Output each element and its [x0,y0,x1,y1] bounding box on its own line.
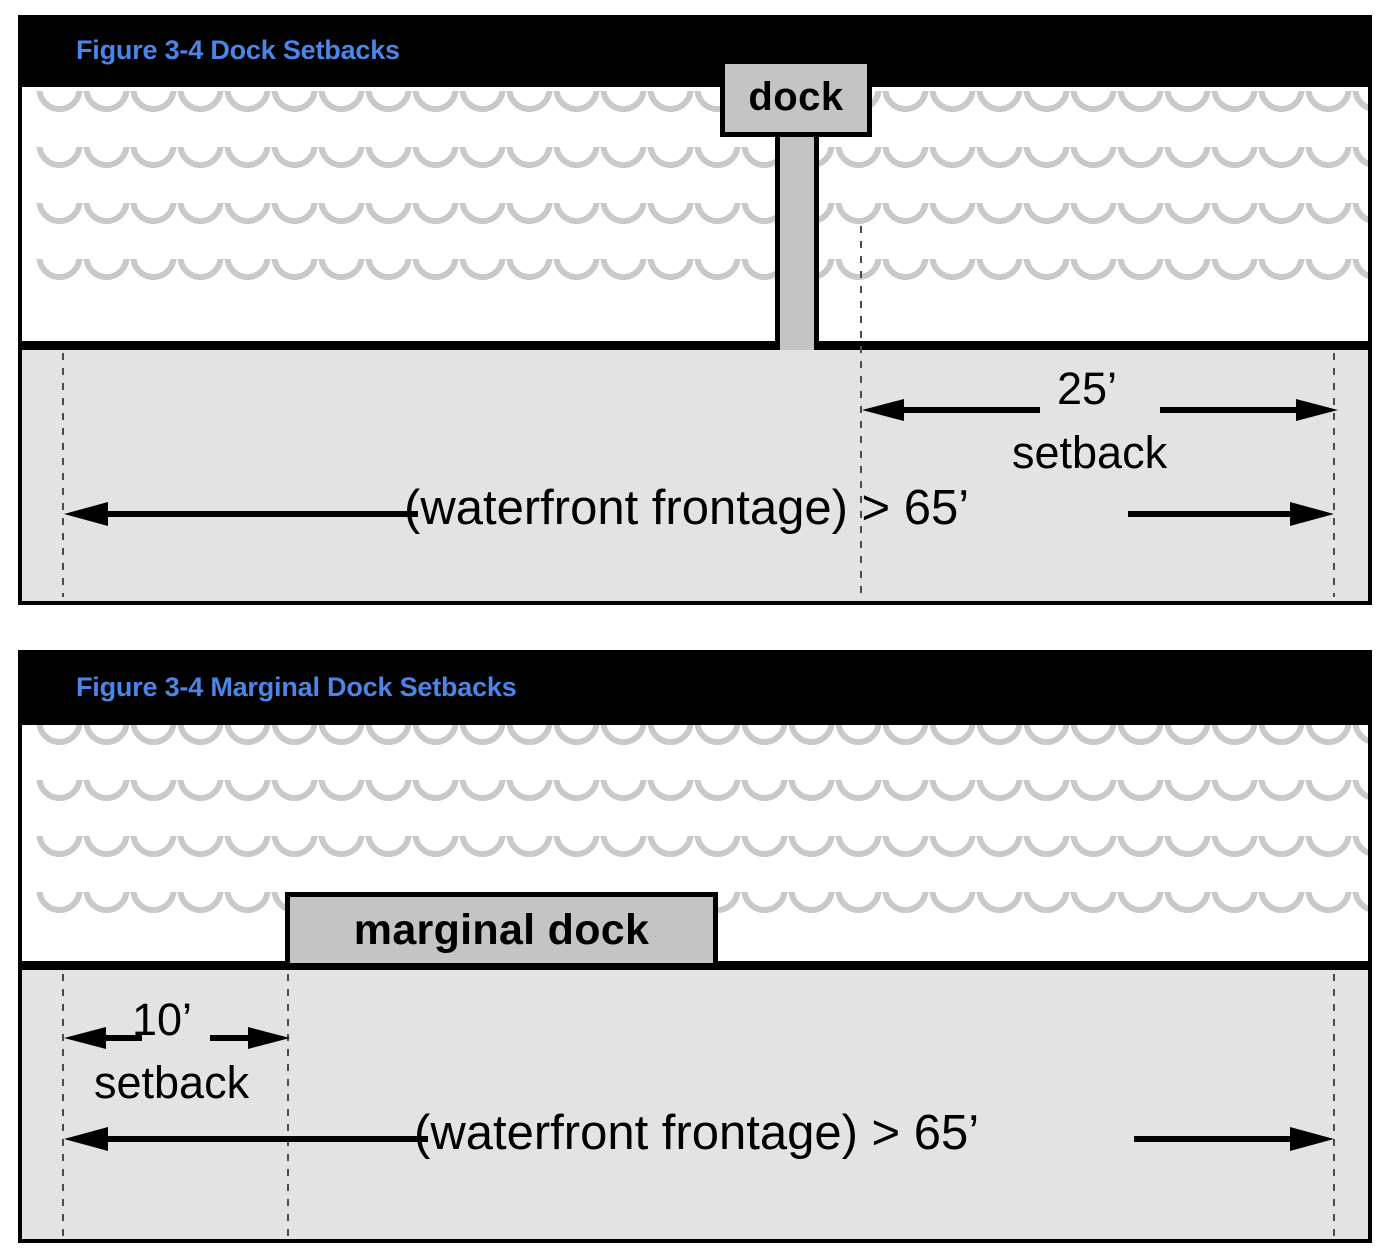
dock-stem [775,114,819,350]
property-line-right [1333,974,1335,1236]
figure-2-land-area [22,970,1368,1239]
frontage-dimension [64,1127,1334,1151]
figure-2-title: Figure 3-4 Marginal Dock Setbacks [76,672,517,702]
figure-1-shoreline [22,341,1368,350]
figure-1-title-bar: Figure 3-4 Dock Setbacks [22,19,1368,87]
wave-row [36,725,1368,758]
property-line-dock [860,226,862,597]
marginal-dock-label: marginal dock [353,905,650,954]
setback-dimension-10 [64,1027,290,1049]
double-headed-arrow-icon [64,1127,1334,1151]
figure-1-title: Figure 3-4 Dock Setbacks [76,35,400,65]
property-line-dock [287,974,289,1236]
setback-value-10: 10’ [132,994,193,1045]
property-line-left [62,353,64,597]
wave-row [36,147,1368,181]
frontage-dimension [64,502,1334,526]
double-headed-arrow-icon [64,1027,290,1049]
setback-sublabel-25: setback [1012,427,1168,478]
figure-2-title-bar: Figure 3-4 Marginal Dock Setbacks [22,654,1368,725]
wave-row [36,203,1368,237]
wave-row [36,780,1368,814]
double-headed-arrow-icon [64,502,1334,526]
wave-row [36,91,1368,125]
property-line-right [1333,353,1335,597]
dock-head: dock [720,59,872,137]
figure-1-land-area [22,350,1368,601]
wave-row [36,836,1368,870]
wave-row [36,259,1368,293]
frontage-label: (waterfront frontage) > 65’ [414,1106,980,1160]
marginal-dock: marginal dock [285,892,718,968]
setback-value-25: 25’ [1057,363,1118,414]
property-line-left [62,974,64,1236]
double-headed-arrow-icon [862,399,1338,421]
setback-sublabel-10: setback [94,1057,250,1108]
frontage-label: (waterfront frontage) > 65’ [404,481,970,535]
figure-dock-setbacks: Figure 3-4 Dock Setbacks dock 25’ setbac… [18,15,1372,605]
figure-1-water-area [22,87,1368,341]
setback-dimension-25 [862,399,1338,421]
dock-label: dock [748,75,844,119]
figure-marginal-dock-setbacks: Figure 3-4 Marginal Dock Setbacks margin… [18,650,1372,1243]
